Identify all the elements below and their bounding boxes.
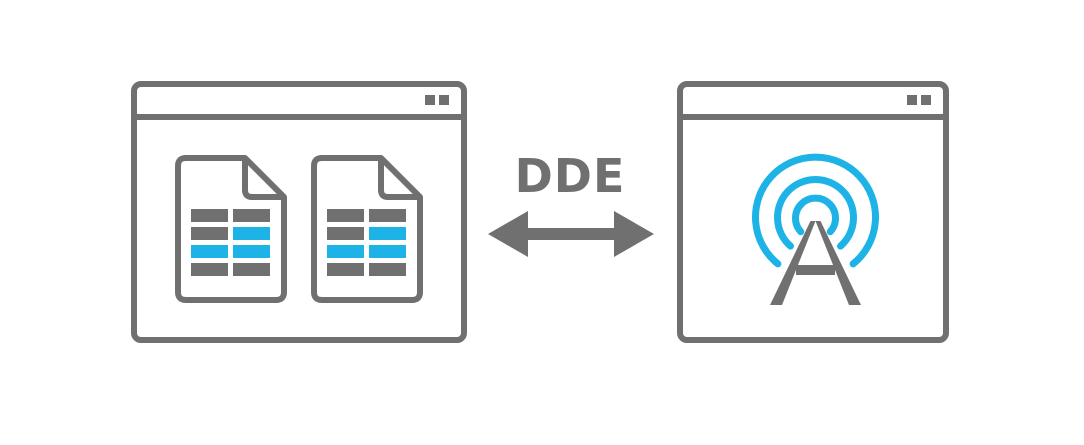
letter-a-crossbar: [796, 265, 835, 275]
right-app-window: [677, 81, 949, 343]
left-window-control-icon: [439, 95, 449, 105]
broadcast-a-icon: [752, 153, 879, 305]
left-window-frame: [131, 81, 467, 343]
spreadsheet-grid: [191, 209, 270, 276]
spreadsheet-grid: [327, 209, 406, 276]
right-window-control-icon: [907, 95, 917, 105]
left-window-control-icon: [425, 95, 435, 105]
document-outline: [175, 155, 287, 303]
document-fold: [378, 158, 420, 200]
spreadsheet-icon: [175, 155, 287, 303]
right-window-control-icon: [921, 95, 931, 105]
letter-a-left-leg: [770, 221, 816, 305]
letter-a-right-leg: [815, 221, 861, 305]
dde-label: DDE: [514, 149, 626, 203]
left-app-window: [131, 81, 467, 343]
document-fold: [242, 158, 284, 200]
spreadsheet-icon: [311, 155, 423, 303]
document-outline: [311, 155, 423, 303]
right-window-frame: [677, 81, 949, 343]
double-arrow-icon: [488, 211, 654, 257]
signal-arc-outer: [752, 153, 879, 268]
signal-arc-middle: [774, 175, 857, 250]
signal-arc-inner: [792, 194, 839, 236]
